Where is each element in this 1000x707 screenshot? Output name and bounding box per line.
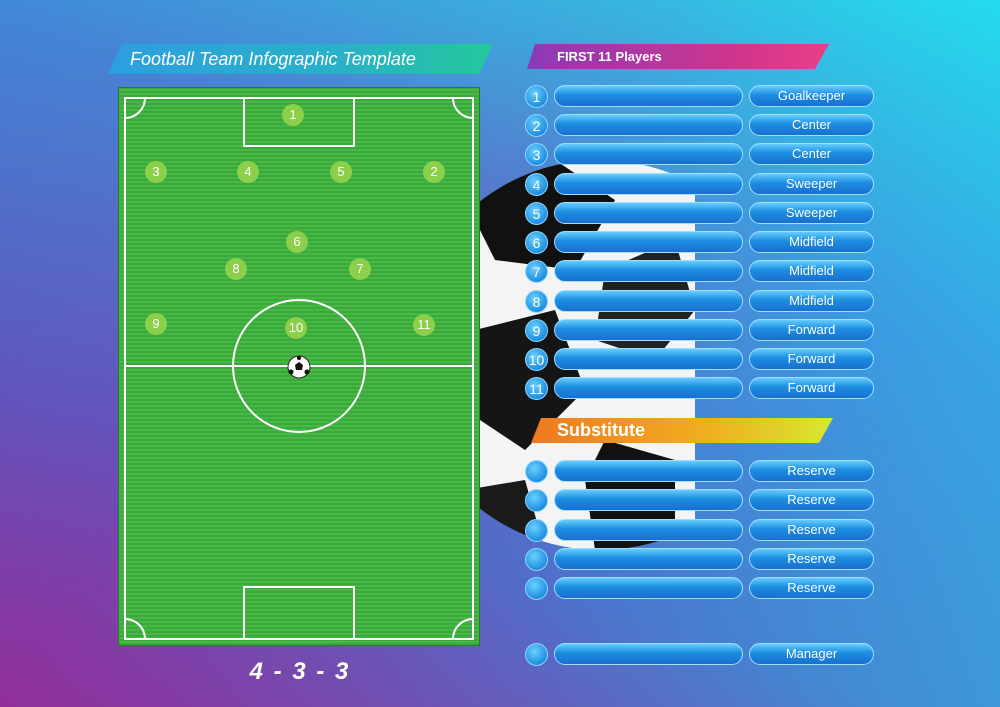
player-number: 9 bbox=[525, 318, 548, 342]
player-number: 3 bbox=[525, 142, 548, 166]
ball-icon bbox=[287, 355, 311, 379]
substitute-role: Reserve bbox=[749, 577, 874, 599]
manager-name-field[interactable] bbox=[554, 643, 743, 665]
player-name-field[interactable] bbox=[554, 231, 743, 253]
player-name-field[interactable] bbox=[554, 260, 743, 282]
title-banner: Football Team Infographic Template bbox=[108, 44, 493, 74]
pitch-position-9: 9 bbox=[145, 313, 167, 335]
player-role: Midfield bbox=[749, 260, 874, 282]
player-row: 4 Sweeper bbox=[525, 172, 874, 196]
player-role: Midfield bbox=[749, 231, 874, 253]
pitch-position-8: 8 bbox=[225, 258, 247, 280]
substitute-number bbox=[525, 518, 548, 542]
player-number: 5 bbox=[525, 201, 548, 225]
player-number: 4 bbox=[525, 172, 548, 196]
player-role: Goalkeeper bbox=[749, 85, 874, 107]
pitch-position-5: 5 bbox=[330, 161, 352, 183]
substitute-name-field[interactable] bbox=[554, 519, 743, 541]
player-role: Forward bbox=[749, 348, 874, 370]
manager-role: Manager bbox=[749, 643, 874, 665]
player-role: Forward bbox=[749, 377, 874, 399]
substitute-row: Reserve bbox=[525, 459, 874, 483]
player-name-field[interactable] bbox=[554, 290, 743, 312]
manager-badge bbox=[525, 642, 548, 666]
player-number: 11 bbox=[525, 376, 548, 400]
pitch-position-4: 4 bbox=[237, 161, 259, 183]
substitute-number bbox=[525, 459, 548, 483]
player-name-field[interactable] bbox=[554, 143, 743, 165]
pitch-position-3: 3 bbox=[145, 161, 167, 183]
player-role: Sweeper bbox=[749, 173, 874, 195]
player-number: 2 bbox=[525, 113, 548, 137]
player-row: 8 Midfield bbox=[525, 289, 874, 313]
substitute-banner: Substitute bbox=[531, 418, 833, 443]
substitute-number bbox=[525, 576, 548, 600]
pitch-position-11: 11 bbox=[413, 314, 435, 336]
player-row: 5 Sweeper bbox=[525, 201, 874, 225]
page-title: Football Team Infographic Template bbox=[130, 48, 416, 69]
player-row: 3 Center bbox=[525, 142, 874, 166]
substitute-row: Reserve bbox=[525, 547, 874, 571]
player-name-field[interactable] bbox=[554, 348, 743, 370]
pitch-position-6: 6 bbox=[286, 231, 308, 253]
manager-row: Manager bbox=[525, 642, 874, 666]
pitch-position-10: 10 bbox=[285, 317, 307, 339]
player-number: 1 bbox=[525, 84, 548, 108]
player-row: 7 Midfield bbox=[525, 259, 874, 283]
substitute-role: Reserve bbox=[749, 519, 874, 541]
formation-label: 4 - 3 - 3 bbox=[249, 658, 351, 685]
player-role: Forward bbox=[749, 319, 874, 341]
football-pitch: 1 2 3 4 5 6 7 8 9 10 11 bbox=[119, 88, 479, 645]
player-role: Midfield bbox=[749, 290, 874, 312]
player-number: 8 bbox=[525, 289, 548, 313]
player-name-field[interactable] bbox=[554, 202, 743, 224]
first-eleven-banner: FIRST 11 Players bbox=[527, 44, 829, 69]
pitch-position-2: 2 bbox=[423, 161, 445, 183]
player-number: 6 bbox=[525, 230, 548, 254]
substitute-name-field[interactable] bbox=[554, 577, 743, 599]
player-name-field[interactable] bbox=[554, 173, 743, 195]
player-role: Sweeper bbox=[749, 202, 874, 224]
player-role: Center bbox=[749, 114, 874, 136]
substitute-role: Reserve bbox=[749, 489, 874, 511]
player-row: 6 Midfield bbox=[525, 230, 874, 254]
player-row: 11 Forward bbox=[525, 376, 874, 400]
substitute-name-field[interactable] bbox=[554, 548, 743, 570]
player-number: 10 bbox=[525, 347, 548, 371]
pitch-markings bbox=[124, 97, 474, 640]
substitute-name-field[interactable] bbox=[554, 489, 743, 511]
player-name-field[interactable] bbox=[554, 377, 743, 399]
substitute-name-field[interactable] bbox=[554, 460, 743, 482]
player-row: 10 Forward bbox=[525, 347, 874, 371]
substitute-row: Reserve bbox=[525, 488, 874, 512]
substitute-role: Reserve bbox=[749, 548, 874, 570]
player-name-field[interactable] bbox=[554, 319, 743, 341]
pitch-position-7: 7 bbox=[349, 258, 371, 280]
substitute-row: Reserve bbox=[525, 576, 874, 600]
substitute-heading: Substitute bbox=[557, 420, 645, 440]
first-eleven-heading: FIRST 11 Players bbox=[557, 49, 662, 64]
substitute-role: Reserve bbox=[749, 460, 874, 482]
substitute-number bbox=[525, 547, 548, 571]
player-number: 7 bbox=[525, 259, 548, 283]
player-row: 2 Center bbox=[525, 113, 874, 137]
player-name-field[interactable] bbox=[554, 114, 743, 136]
player-role: Center bbox=[749, 143, 874, 165]
substitute-row: Reserve bbox=[525, 518, 874, 542]
player-row: 1 Goalkeeper bbox=[525, 84, 874, 108]
player-row: 9 Forward bbox=[525, 318, 874, 342]
substitute-number bbox=[525, 488, 548, 512]
pitch-position-1: 1 bbox=[282, 104, 304, 126]
player-name-field[interactable] bbox=[554, 85, 743, 107]
